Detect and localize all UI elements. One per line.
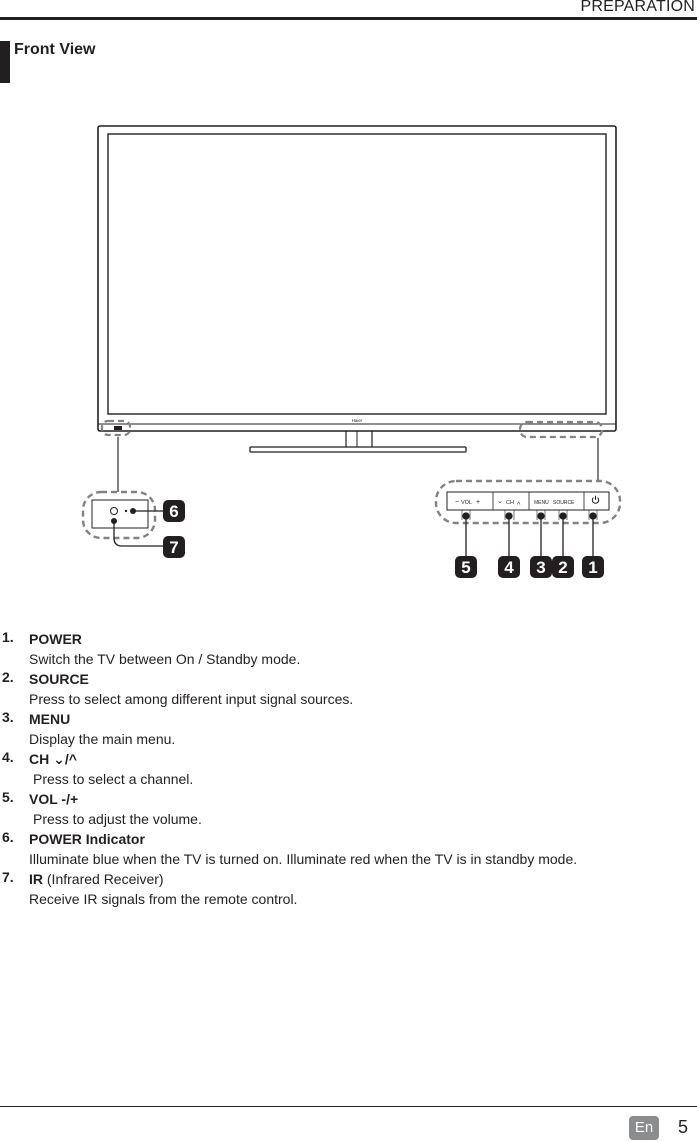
button-panel-vol-label: VOL [461,500,472,506]
ir-magnified-highlight [81,490,157,540]
button-pin-markers [461,510,598,520]
button-panel-ch-label: CH [506,500,514,506]
footer-rule [0,1106,697,1107]
item-description: Display the main menu. [29,731,176,747]
list-item-menu: 3. MENU Display the main menu. [0,709,697,749]
button-panel-vol-plus: + [476,499,480,506]
item-name: SOURCE [29,671,89,687]
item-number: 1. [2,629,14,645]
item-description: Illuminate blue when the TV is turned on… [29,851,578,867]
list-item-volume: 5. VOL -/+ Press to adjust the volume. [0,789,697,829]
item-number: 7. [2,869,14,885]
page-section-label: PREPARATION [580,0,695,15]
callout-badge-4: 4 [498,556,520,578]
list-item-ir: 7. IR (Infrared Receiver) Receive IR sig… [0,869,697,909]
button-panel-ch-down: ⌄ [497,498,503,505]
item-number: 2. [2,669,14,685]
svg-text:1: 1 [588,558,597,577]
item-name-suffix: (Infrared Receiver) [43,871,164,887]
button-magnified-panel [446,491,610,511]
callout-badge-7: 7 [163,536,185,558]
svg-text:4: 4 [504,558,514,577]
item-description: Press to select a channel. [33,771,194,787]
ir-magnified-panel [91,499,149,529]
tv-logo: Haier [352,418,363,423]
item-number: 5. [2,789,14,805]
item-number: 4. [2,749,14,765]
tv-screen [107,133,607,415]
svg-text:3: 3 [536,558,545,577]
item-number: 3. [2,709,14,725]
list-item-power-indicator: 6. POWER Indicator Illuminate blue when … [0,829,697,869]
button-panel-ch-up: ^ [517,502,521,509]
button-magnified-highlight [434,479,622,525]
power-button-icon [591,495,600,504]
callout-badge-6: 6 [163,500,185,522]
item-name: VOL -/+ [29,791,79,807]
item-name: POWER [29,631,82,647]
callout-badge-1: 1 [582,556,604,578]
ir-receiver-ring [110,507,118,515]
svg-text:7: 7 [169,538,178,557]
button-panel-source-label: SOURCE [553,500,575,506]
header-rule [0,17,697,20]
svg-text:2: 2 [558,558,567,577]
indicator-highlight-small [100,419,132,437]
button-panel-vol-minus: − [455,499,459,506]
item-description: Press to select among different input si… [29,691,354,707]
section-marker-bar [0,41,10,83]
item-name: IR (Infrared Receiver) [0,869,697,889]
bezel-indicator [114,426,122,430]
item-name: POWER Indicator [29,831,145,847]
item-name: MENU [29,711,71,727]
item-name-main: IR [29,871,43,887]
callout-7-leader [113,521,163,547]
list-item-power: 1. POWER Switch the TV between On / Stan… [0,629,697,669]
svg-text:5: 5 [461,558,470,577]
tv-front-view-diagram: Haier − VOL + ⌄ CH ^ MENU SOURCE [81,125,622,578]
item-description: Press to adjust the volume. [33,811,202,827]
item-name: CH ⌄/^ [29,751,77,767]
callout-badge-3: 3 [530,556,552,578]
item-description: Receive IR signals from the remote contr… [29,891,298,907]
page-number: 5 [678,1117,689,1137]
svg-text:6: 6 [169,502,178,521]
list-item-source: 2. SOURCE Press to select among differen… [0,669,697,709]
button-highlight-small [518,420,604,439]
callout-badge-2: 2 [552,556,574,578]
stand-base [249,446,467,453]
control-description-list: 1. POWER Switch the TV between On / Stan… [0,629,697,909]
callout-leaders-bottom [462,512,597,558]
language-badge: En [629,1116,659,1140]
item-number: 6. [2,829,14,845]
power-indicator-dot [124,509,128,513]
button-panel-menu-label: MENU [534,500,549,506]
callout-badge-5: 5 [455,556,477,578]
list-item-channel: 4. CH ⌄/^ Press to select a channel. [0,749,697,789]
item-description: Switch the TV between On / Standby mode. [29,651,301,667]
section-title: Front View [14,41,96,58]
